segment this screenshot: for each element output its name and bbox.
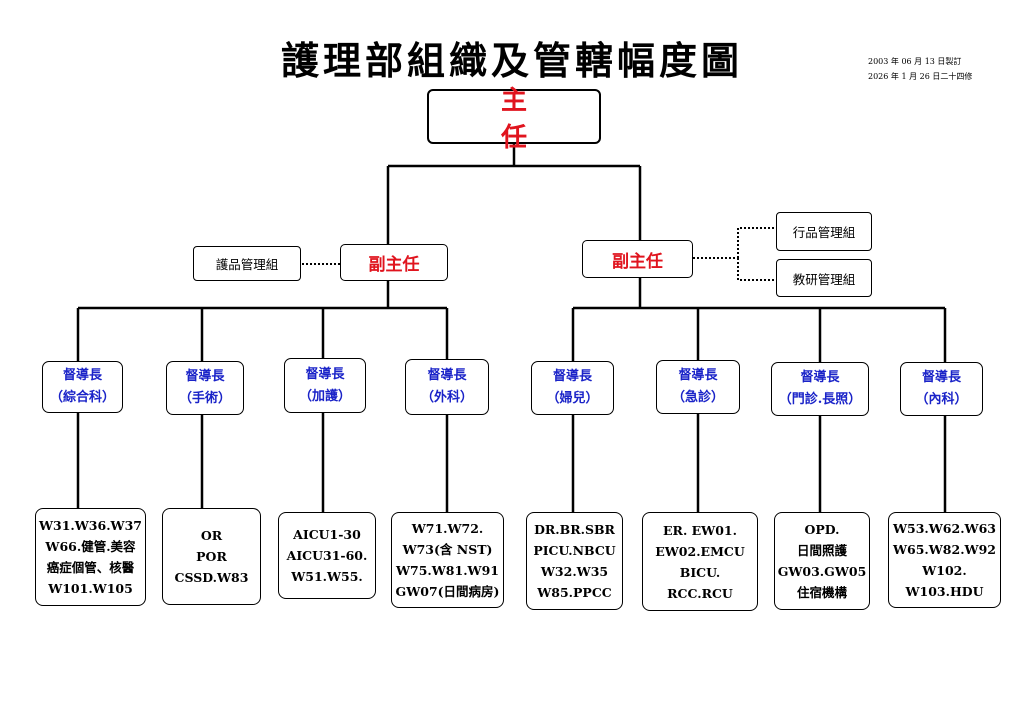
unit-line: 癌症個管、核醫 [46, 560, 135, 575]
unit-line: W66.健管.美容 [45, 539, 136, 554]
director-box: 主任 [427, 86, 601, 153]
revision-dates: 2003 年 06 月 13 日製訂 2026 年 1 月 26 日二十四修 [868, 54, 972, 84]
revised-date: 2026 年 1 月 26 日二十四修 [868, 72, 973, 81]
supervisor-emergency: 督導長 （急診） [656, 360, 740, 414]
supervisor-dept: （急診） [671, 390, 724, 405]
unit-line: OPD. [804, 522, 840, 537]
supervisor-general: 督導長 （綜合科） [42, 361, 123, 413]
deputy-director-right: 副主任 [582, 240, 693, 278]
education-research-group: 教研管理組 [776, 259, 872, 297]
supervisor-title: 督導長 [185, 369, 225, 384]
unit-line: W85.PPCC [537, 585, 612, 600]
supervisor-title: 督導長 [678, 368, 718, 383]
supervisor-title: 督導長 [427, 368, 467, 383]
unit-line: PICU.NBCU [533, 543, 616, 558]
unit-line: W53.W62.W63 [892, 521, 996, 536]
unit-line: POR [196, 549, 227, 564]
units-surgical: W71.W72. W73(含 NST) W75.W81.W91 GW07(日間病… [391, 512, 504, 608]
deputy-director-left: 副主任 [340, 244, 448, 281]
units-emergency: ER. EW01. EW02.EMCU BICU. RCC.RCU [642, 512, 758, 611]
nursing-quality-group: 護品管理組 [193, 246, 301, 281]
unit-line: W102. [922, 563, 967, 578]
unit-line: CSSD.W83 [174, 570, 249, 585]
unit-line: GW03.GW05 [777, 564, 867, 579]
unit-line: RCC.RCU [667, 585, 733, 601]
unit-line: 日間照護 [796, 543, 847, 558]
units-surgery-room: OR POR CSSD.W83 [162, 508, 261, 605]
supervisor-obgyn-pediatrics: 督導長 （婦兒） [531, 361, 614, 415]
units-outpatient-longterm: OPD. 日間照護 GW03.GW05 住宿機構 [774, 512, 870, 610]
supervisor-surgical: 督導長 （外科） [405, 359, 489, 415]
unit-line: BICU. [679, 564, 721, 580]
unit-line: ER. EW01. [663, 522, 737, 538]
units-internal-medicine: W53.W62.W63 W65.W82.W92 W102. W103.HDU [888, 512, 1001, 608]
unit-line: W71.W72. [411, 521, 484, 536]
unit-line: W75.W81.W91 [395, 563, 499, 578]
unit-line: GW07(日間病房) [395, 584, 500, 599]
supervisor-title: 督導長 [62, 368, 102, 383]
admin-quality-group: 行品管理組 [776, 212, 872, 251]
supervisor-dept: （婦兒） [546, 391, 599, 406]
supervisor-title: 督導長 [552, 369, 592, 384]
unit-line: OR [200, 528, 223, 543]
units-intensive-care: AICU1-30 AICU31-60. W51.W55. [278, 512, 376, 599]
unit-line: W73(含 NST) [402, 542, 493, 557]
supervisor-title: 督導長 [921, 370, 961, 385]
units-obgyn-pediatrics: DR.BR.SBR PICU.NBCU W32.W35 W85.PPCC [526, 512, 623, 610]
created-date: 2003 年 06 月 13 日製訂 [868, 57, 962, 66]
unit-line: W101.W105 [48, 581, 133, 596]
unit-line: 住宿機構 [796, 585, 847, 600]
supervisor-outpatient-longterm: 督導長 （門診.長照） [771, 362, 869, 416]
supervisor-dept: （外科） [420, 390, 473, 405]
unit-line: EW02.EMCU [655, 543, 745, 559]
supervisor-dept: （內科） [915, 392, 968, 407]
page-title: 護理部組織及管轄幅度圖 [280, 38, 743, 83]
supervisor-dept: （手術） [178, 391, 231, 406]
supervisor-title: 督導長 [305, 366, 345, 382]
supervisor-dept: （綜合科） [49, 390, 115, 405]
unit-line: W51.W55. [291, 569, 363, 584]
unit-line: W31.W36.W37 [38, 518, 142, 533]
unit-line: DR.BR.SBR [534, 522, 615, 537]
unit-line: AICU31-60. [286, 548, 368, 563]
unit-line: W103.HDU [905, 584, 984, 599]
supervisor-title: 督導長 [800, 370, 840, 385]
supervisor-surgery-room: 督導長 （手術） [166, 361, 244, 415]
unit-line: W32.W35 [540, 564, 609, 579]
supervisor-dept: （加護） [298, 388, 351, 404]
supervisor-internal-medicine: 督導長 （內科） [900, 362, 983, 416]
supervisor-intensive-care: 督導長 （加護） [284, 358, 366, 413]
supervisor-dept: （門診.長照） [778, 392, 862, 407]
units-general: W31.W36.W37 W66.健管.美容 癌症個管、核醫 W101.W105 [35, 508, 146, 606]
unit-line: W65.W82.W92 [892, 542, 996, 557]
unit-line: AICU1-30 [293, 527, 361, 542]
